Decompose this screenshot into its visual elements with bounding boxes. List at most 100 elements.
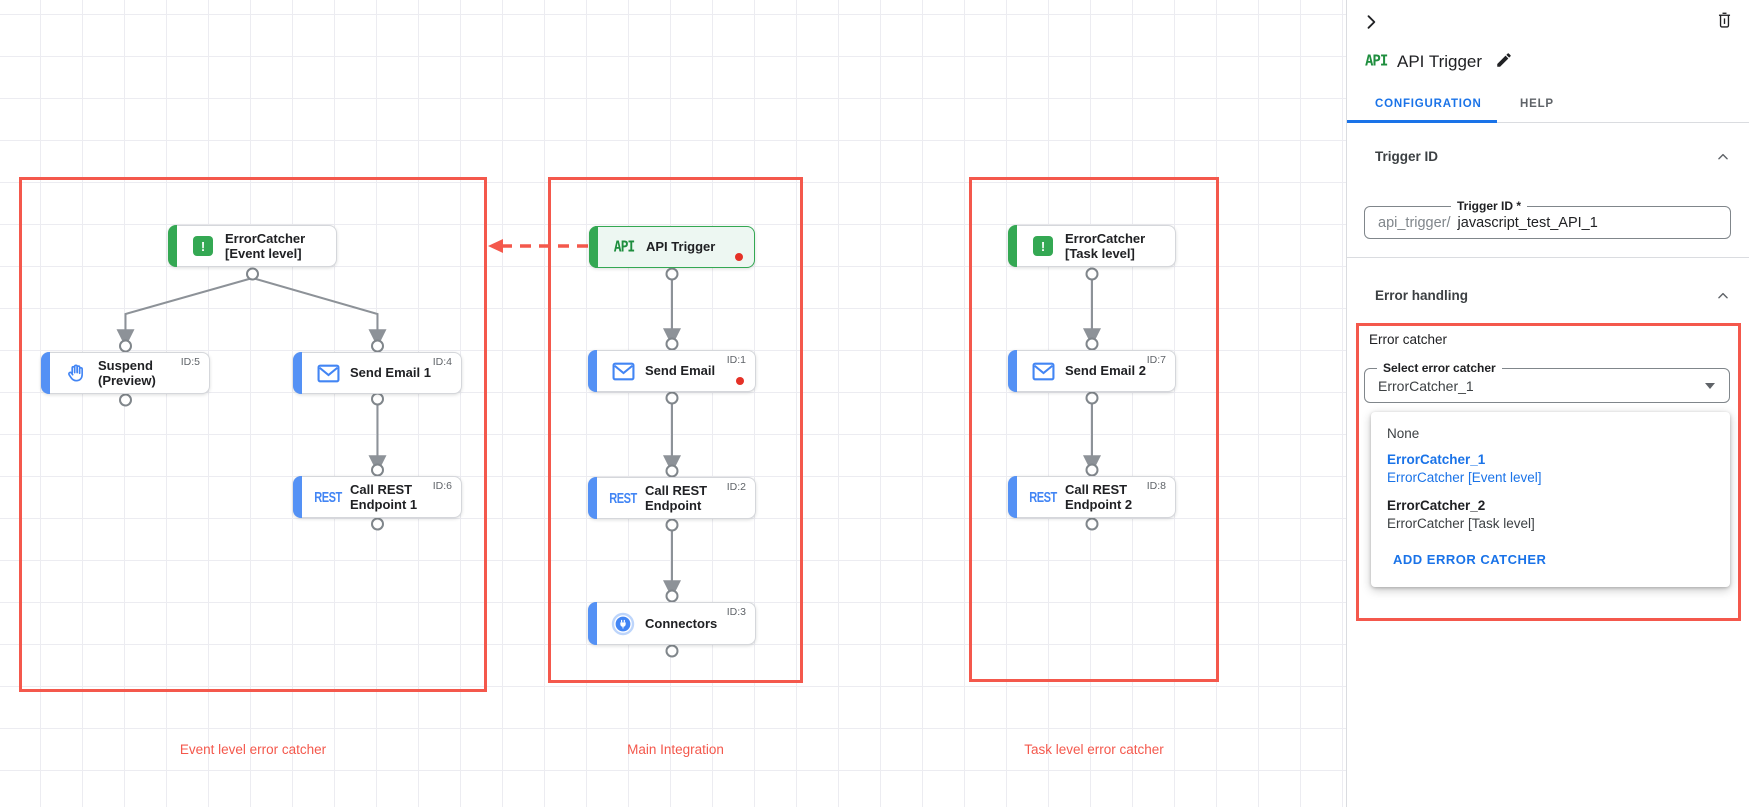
node-call-rest-endpoint[interactable]: REST Call REST Endpoint ID:2 — [588, 477, 756, 519]
node-errorcatcher-task-level[interactable]: ! ErrorCatcher [Task level] — [1008, 225, 1176, 267]
node-label: API Trigger — [646, 239, 716, 255]
flow-edges — [116, 277, 1101, 599]
port[interactable] — [1085, 463, 1099, 477]
menu-option-errorcatcher-1[interactable]: ErrorCatcher_1 — [1387, 452, 1486, 467]
tab-configuration[interactable]: CONFIGURATION — [1375, 98, 1482, 110]
chevron-up-icon — [1718, 292, 1728, 299]
error-catcher-group-label: Error catcher — [1369, 332, 1448, 347]
workflow-canvas[interactable]: Event level error catcher Main Integrati… — [0, 0, 1346, 807]
trigger-id-prefix: api_trigger/ — [1378, 214, 1451, 231]
chevron-up-icon — [1718, 153, 1728, 160]
node-call-rest-endpoint-2[interactable]: REST Call REST Endpoint 2 ID:8 — [1008, 476, 1176, 518]
collapse-panel-button[interactable] — [1361, 12, 1381, 35]
node-label: Suspend (Preview) — [98, 357, 156, 388]
port[interactable] — [665, 391, 679, 405]
tab-divider — [1347, 122, 1749, 123]
error-catcher-icon: ! — [1029, 236, 1057, 256]
port[interactable] — [119, 339, 132, 353]
api-badge-icon: API — [1365, 52, 1388, 70]
node-send-email-2[interactable]: Send Email 2 ID:7 — [1008, 350, 1176, 392]
rest-icon: REST — [1029, 488, 1057, 506]
email-icon — [314, 364, 342, 383]
node-api-trigger[interactable]: API API Trigger — [589, 226, 755, 268]
group-task-level-error-catcher — [969, 177, 1219, 682]
section-divider — [1347, 257, 1749, 258]
node-ports[interactable] — [119, 267, 1099, 658]
port[interactable] — [1085, 391, 1099, 405]
node-id-badge: ID:5 — [180, 356, 200, 368]
node-accent-bar — [588, 350, 597, 392]
trigger-id-section-heading: Trigger ID — [1375, 149, 1439, 164]
port[interactable] — [665, 518, 679, 532]
node-accent-bar — [1008, 476, 1017, 518]
port[interactable] — [665, 464, 679, 478]
node-suspend-preview[interactable]: Suspend (Preview) ID:5 — [41, 352, 210, 394]
trash-icon — [1718, 12, 1731, 28]
menu-option-errorcatcher-2-desc[interactable]: ErrorCatcher [Task level] — [1387, 516, 1535, 531]
active-tab-underline — [1347, 120, 1497, 123]
menu-option-errorcatcher-2[interactable]: ErrorCatcher_2 — [1387, 498, 1486, 513]
port[interactable] — [665, 589, 679, 603]
collapse-trigger-id-section[interactable] — [1716, 150, 1730, 164]
select-error-catcher-value: ErrorCatcher_1 — [1378, 377, 1474, 394]
port[interactable] — [371, 463, 384, 477]
collapse-error-handling-section[interactable] — [1716, 289, 1730, 303]
email-icon — [609, 362, 637, 381]
email-icon — [1029, 362, 1057, 381]
rest-icon: REST — [314, 488, 342, 506]
edit-title-button[interactable] — [1495, 51, 1513, 72]
node-id-badge: ID:7 — [1146, 354, 1166, 366]
suspend-hand-icon — [62, 362, 90, 385]
node-errorcatcher-event-level[interactable]: ! ErrorCatcher [Event level] — [168, 225, 337, 267]
node-send-email-1[interactable]: Send Email 1 ID:4 — [293, 352, 462, 394]
port[interactable] — [665, 337, 679, 351]
rest-icon: REST — [609, 489, 637, 507]
node-label: Call REST Endpoint 1 — [350, 481, 418, 512]
node-id-badge: ID:4 — [432, 356, 452, 368]
node-accent-bar — [588, 477, 597, 519]
trigger-id-value[interactable]: javascript_test_API_1 — [1457, 214, 1598, 231]
port[interactable] — [119, 393, 132, 407]
trigger-id-field[interactable]: Trigger ID * api_trigger/ javascript_tes… — [1364, 199, 1731, 239]
node-send-email[interactable]: Send Email ID:1 — [588, 350, 756, 392]
trigger-id-field-label: Trigger ID * — [1451, 199, 1528, 213]
config-side-panel: API API Trigger CONFIGURATION HELP Trigg… — [1346, 0, 1749, 807]
node-call-rest-endpoint-1[interactable]: REST Call REST Endpoint 1 ID:6 — [293, 476, 462, 518]
node-connectors[interactable]: Connectors ID:3 — [588, 602, 756, 645]
node-label: Connectors — [645, 615, 718, 631]
node-label: Send Email — [645, 363, 716, 379]
chevron-right-icon — [1367, 15, 1376, 29]
node-accent-bar — [168, 225, 177, 267]
port[interactable] — [371, 517, 384, 531]
delete-trigger-button[interactable] — [1715, 10, 1734, 33]
error-catcher-link-arrow — [488, 239, 588, 253]
node-label: ErrorCatcher [Event level] — [225, 230, 306, 261]
tab-help[interactable]: HELP — [1520, 98, 1554, 110]
port[interactable] — [246, 267, 259, 281]
node-id-badge: ID:6 — [432, 480, 452, 492]
port[interactable] — [1085, 517, 1099, 531]
node-label: Call REST Endpoint — [645, 482, 708, 513]
port[interactable] — [1085, 337, 1099, 351]
node-accent-bar — [293, 476, 302, 518]
error-catcher-icon: ! — [189, 236, 217, 256]
port[interactable] — [665, 644, 679, 658]
port[interactable] — [1085, 267, 1099, 281]
menu-option-errorcatcher-1-desc[interactable]: ErrorCatcher [Event level] — [1387, 470, 1542, 485]
add-error-catcher-button[interactable]: ADD ERROR CATCHER — [1393, 552, 1547, 567]
menu-option-none[interactable]: None — [1387, 426, 1420, 441]
port[interactable] — [665, 267, 679, 281]
port[interactable] — [371, 339, 384, 353]
select-error-catcher[interactable]: Select error catcher ErrorCatcher_1 — [1364, 361, 1730, 403]
node-accent-bar — [1008, 225, 1017, 267]
select-error-catcher-label: Select error catcher — [1377, 361, 1502, 375]
node-accent-bar — [588, 602, 597, 645]
dropdown-caret-icon[interactable] — [1705, 383, 1715, 389]
error-catcher-annotation-box — [1356, 323, 1741, 621]
node-id-badge: ID:1 — [726, 354, 746, 366]
node-id-badge: ID:8 — [1146, 480, 1166, 492]
node-accent-bar — [293, 352, 302, 394]
node-label: Send Email 1 — [350, 365, 431, 381]
error-handling-section-heading: Error handling — [1375, 288, 1469, 303]
